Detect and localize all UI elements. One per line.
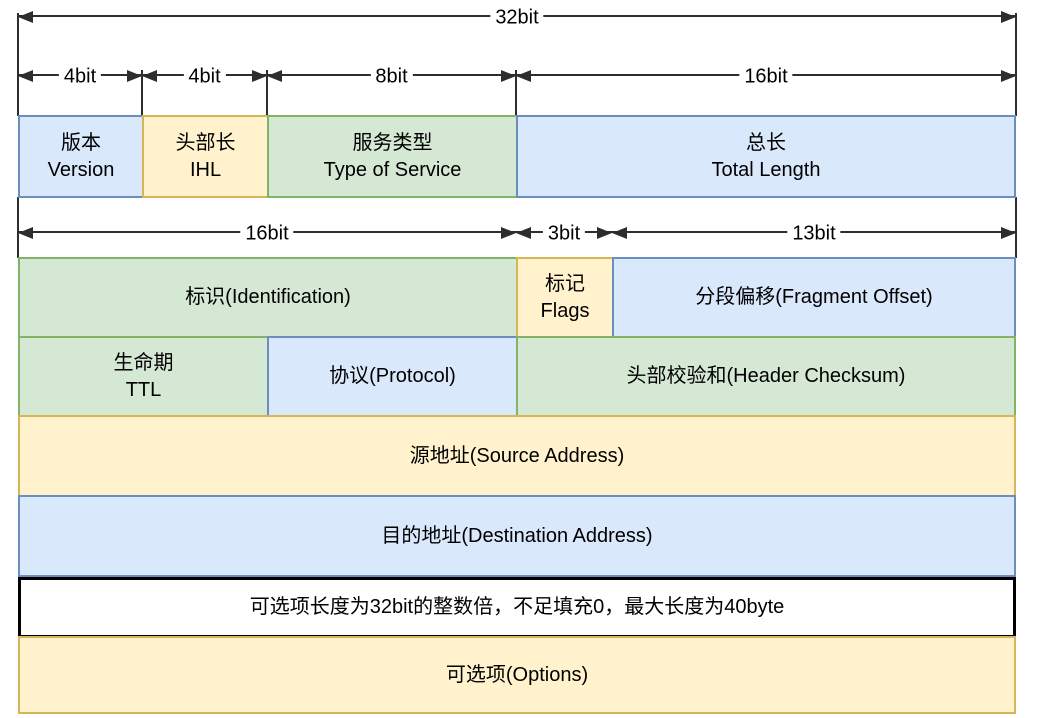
field-ttl: 生命期 TTL bbox=[18, 336, 269, 417]
field-fragment-offset: 分段偏移(Fragment Offset) bbox=[612, 257, 1016, 338]
arrow-16bit-total-length: 16bit bbox=[516, 65, 1016, 89]
separator-line-version-ihl bbox=[141, 70, 143, 117]
arrow-label-3bit: 3bit bbox=[542, 222, 586, 246]
arrow-3bit: 3bit bbox=[516, 222, 612, 246]
arrow-16bit-identification: 16bit bbox=[18, 222, 516, 246]
separator-line-tos-total bbox=[515, 70, 517, 117]
header-row-1: 版本 Version 头部长 IHL 服务类型 Type of Service … bbox=[18, 115, 1016, 198]
right-edge-line-mid bbox=[1015, 197, 1017, 258]
field-options-label: 可选项(Options) bbox=[445, 663, 589, 686]
field-identification: 标识(Identification) bbox=[18, 257, 518, 338]
right-edge-line-top bbox=[1015, 13, 1017, 116]
field-fragment-offset-label: 分段偏移(Fragment Offset) bbox=[695, 286, 933, 308]
arrow-label-4bit-version: 4bit bbox=[58, 65, 102, 89]
header-row-3: 生命期 TTL 协议(Protocol) 头部校验和(Header Checks… bbox=[18, 336, 1016, 417]
arrow-label-4bit-ihl: 4bit bbox=[183, 65, 226, 89]
field-protocol-label: 协议(Protocol) bbox=[329, 365, 456, 387]
field-flags-zh: 标记 bbox=[545, 272, 585, 295]
header-row-6: 可选项长度为32bit的整数倍，不足填充0，最大长度为40byte bbox=[18, 577, 1016, 638]
header-row-5: 目的地址(Destination Address) bbox=[18, 495, 1016, 577]
separator-line-ihl-tos bbox=[266, 70, 268, 117]
field-header-checksum-label: 头部校验和(Header Checksum) bbox=[626, 365, 906, 387]
field-ttl-en: TTL bbox=[125, 378, 162, 401]
field-protocol: 协议(Protocol) bbox=[267, 336, 518, 417]
field-total-length: 总长 Total Length bbox=[516, 115, 1016, 198]
field-ihl: 头部长 IHL bbox=[142, 115, 269, 198]
arrow-label-8bit: 8bit bbox=[370, 65, 413, 89]
field-identification-label: 标识(Identification) bbox=[185, 286, 351, 308]
field-ihl-en: IHL bbox=[189, 158, 222, 181]
field-header-checksum: 头部校验和(Header Checksum) bbox=[516, 336, 1016, 417]
field-version: 版本 Version bbox=[18, 115, 144, 198]
field-version-zh: 版本 bbox=[61, 131, 101, 154]
header-row-2: 标识(Identification) 标记 Flags 分段偏移(Fragmen… bbox=[18, 257, 1016, 338]
field-type-of-service: 服务类型 Type of Service bbox=[267, 115, 518, 198]
arrow-32bit: 32bit bbox=[18, 6, 1016, 30]
field-destination-address-label: 目的地址(Destination Address) bbox=[381, 524, 653, 547]
field-flags: 标记 Flags bbox=[516, 257, 614, 338]
arrow-8bit: 8bit bbox=[267, 65, 516, 89]
options-note: 可选项长度为32bit的整数倍，不足填充0，最大长度为40byte bbox=[18, 577, 1016, 638]
arrow-label-13bit: 13bit bbox=[787, 222, 841, 246]
arrow-13bit: 13bit bbox=[612, 222, 1016, 246]
field-total-length-en: Total Length bbox=[711, 158, 821, 181]
field-version-en: Version bbox=[47, 158, 115, 181]
arrow-4bit-ihl: 4bit bbox=[142, 65, 267, 89]
field-ttl-zh: 生命期 bbox=[113, 351, 174, 374]
arrow-label-16bit-identification: 16bit bbox=[240, 222, 294, 246]
field-ihl-zh: 头部长 bbox=[175, 131, 236, 154]
left-edge-line-top bbox=[17, 13, 19, 116]
arrow-4bit-version: 4bit bbox=[18, 65, 142, 89]
field-flags-en: Flags bbox=[540, 299, 590, 322]
field-options: 可选项(Options) bbox=[18, 636, 1016, 714]
header-row-7: 可选项(Options) bbox=[18, 636, 1016, 714]
header-row-4: 源地址(Source Address) bbox=[18, 415, 1016, 497]
arrow-label-16bit-total-length: 16bit bbox=[739, 65, 793, 89]
field-tos-zh: 服务类型 bbox=[352, 131, 433, 154]
field-total-length-zh: 总长 bbox=[746, 131, 786, 154]
arrow-label-32bit: 32bit bbox=[490, 6, 544, 30]
field-tos-en: Type of Service bbox=[323, 158, 462, 181]
options-note-label: 可选项长度为32bit的整数倍，不足填充0，最大长度为40byte bbox=[249, 596, 785, 618]
field-source-address-label: 源地址(Source Address) bbox=[409, 444, 625, 467]
field-destination-address: 目的地址(Destination Address) bbox=[18, 495, 1016, 577]
field-source-address: 源地址(Source Address) bbox=[18, 415, 1016, 497]
